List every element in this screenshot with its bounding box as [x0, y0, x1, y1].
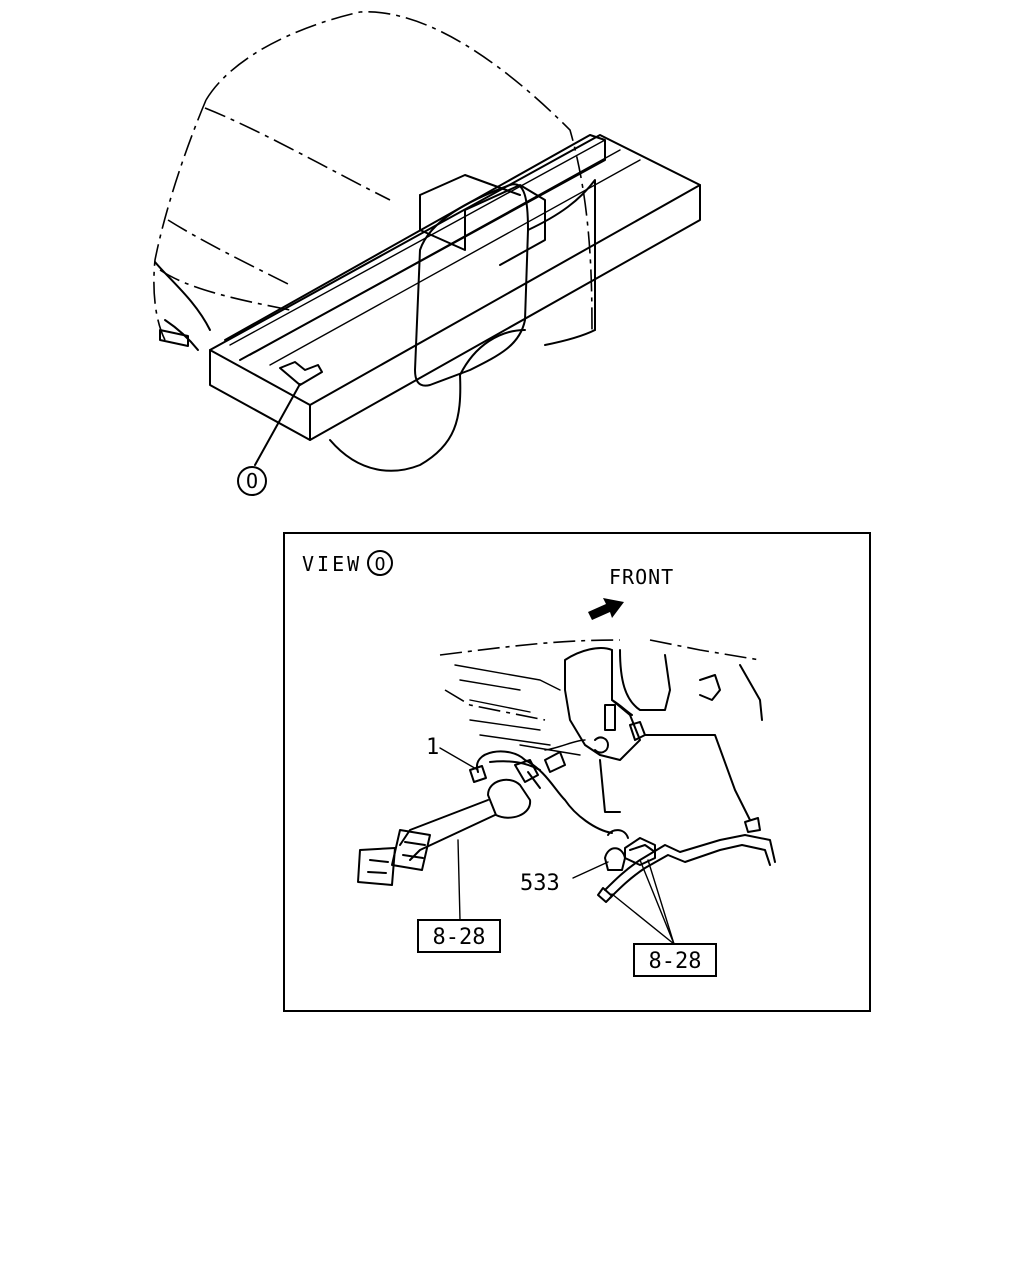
callouts: 1 533 8-28 8-28 — [417, 735, 717, 977]
truck-overview-drawing — [153, 11, 701, 472]
ref-box-right — [633, 943, 717, 977]
leader-part-1 — [439, 747, 479, 771]
view-panel-title: VIEW — [302, 552, 362, 576]
front-direction-label: FRONT — [609, 565, 674, 589]
front-arrow-icon — [588, 598, 624, 620]
view-marker-callout: O — [237, 466, 267, 496]
ref-box-left — [417, 919, 501, 953]
callout-ref-left: 8-28 — [433, 925, 486, 950]
leader-ref-right-b — [611, 893, 675, 945]
callout-ref-right: 8-28 — [649, 949, 702, 974]
view-panel-marker-label: O — [375, 554, 386, 575]
leader-part-533 — [572, 861, 609, 879]
view-panel-border — [283, 532, 871, 1012]
view-panel-marker-circle — [367, 550, 393, 576]
leader-ref-left — [457, 839, 461, 921]
callout-part-533: 533 — [520, 871, 560, 896]
leader-ref-right-a — [647, 859, 675, 945]
view-marker-label: O — [246, 469, 258, 493]
callout-part-1: 1 — [426, 735, 439, 760]
leader-ref-right-c — [639, 859, 675, 945]
view-detail-drawing — [357, 639, 776, 903]
leader-line-view-o — [254, 383, 301, 466]
